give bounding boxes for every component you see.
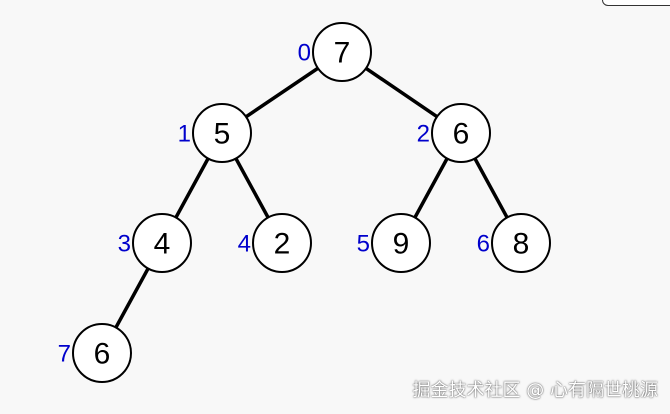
node-index-label: 7 (58, 341, 71, 368)
tree-node-0: 70 (298, 22, 372, 82)
node-index-label: 6 (477, 231, 490, 258)
node-circle (431, 103, 491, 163)
node-value: 5 (214, 118, 231, 151)
node-index-label: 1 (178, 121, 191, 148)
tree-node-7: 67 (58, 323, 132, 383)
watermark: 掘金技术社区 @ 心有隔世桃源 (412, 380, 658, 401)
node-circle (72, 323, 132, 383)
tree-node-3: 43 (118, 213, 192, 273)
node-value: 2 (274, 228, 291, 261)
edges-layer (100, 50, 523, 355)
node-circle (132, 213, 192, 273)
tree-node-6: 86 (477, 213, 551, 273)
node-circle (371, 213, 431, 273)
node-index-label: 0 (298, 40, 311, 67)
node-value: 6 (453, 118, 470, 151)
node-index-label: 5 (357, 231, 370, 258)
tree-node-2: 62 (417, 103, 491, 163)
node-index-label: 3 (118, 231, 131, 258)
tree-node-1: 51 (178, 103, 252, 163)
node-circle (491, 213, 551, 273)
node-value: 9 (393, 228, 410, 261)
node-circle (252, 213, 312, 273)
node-value: 7 (334, 37, 351, 70)
tree-node-4: 24 (238, 213, 312, 273)
tree-node-5: 95 (357, 213, 431, 273)
node-value: 8 (513, 228, 530, 261)
node-value: 4 (154, 228, 171, 261)
node-value: 6 (94, 338, 111, 371)
node-index-label: 4 (238, 231, 251, 258)
corner-frame (602, 0, 670, 6)
node-index-label: 2 (417, 121, 430, 148)
node-circle (192, 103, 252, 163)
node-circle (312, 22, 372, 82)
